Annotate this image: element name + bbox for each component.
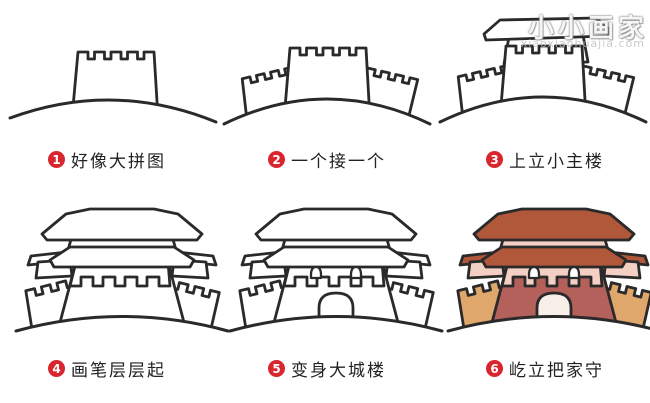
- step-2-caption-text: 一个接一个: [291, 152, 386, 172]
- hill-line: [438, 95, 648, 124]
- top-roof: [472, 207, 636, 242]
- step-6-drawing: [446, 207, 650, 363]
- top-roof: [254, 207, 418, 242]
- left-window: [309, 265, 323, 280]
- hill-fill: [440, 97, 646, 140]
- top-roof: [40, 207, 204, 242]
- step-6-caption-text: 屹立把家守: [509, 361, 604, 381]
- watermark-domain: xiaoxiaohuajia.com: [520, 37, 645, 50]
- step-5-drawing: [228, 207, 444, 363]
- left-window: [527, 265, 541, 280]
- step-3-caption-text: 上立小主楼: [509, 152, 604, 172]
- hill-fill: [448, 316, 650, 363]
- step-6-number-badge: 6: [486, 360, 503, 377]
- step-4-caption-text: 画笔层层起: [71, 361, 166, 381]
- step-2-caption: 2 一个接一个: [268, 147, 386, 172]
- hill-fill: [16, 316, 228, 363]
- small-tower-roof: [482, 16, 612, 42]
- hill-fill: [224, 99, 430, 142]
- step-6-caption: 6 屹立把家守: [486, 356, 604, 381]
- step-4-caption: 4 画笔层层起: [48, 356, 166, 381]
- right-window: [567, 265, 581, 280]
- hill-line: [8, 98, 218, 124]
- lower-roof: [48, 245, 196, 269]
- step-2-number-badge: 2: [268, 151, 285, 168]
- step-5-caption-text: 变身大城楼: [291, 361, 386, 381]
- step-3-number-badge: 3: [486, 151, 503, 168]
- step-4-drawing: [14, 207, 230, 363]
- step-2-drawing: [222, 46, 432, 142]
- step-3-drawing: [438, 16, 648, 140]
- watermark-title: 小小画家: [527, 14, 648, 44]
- hill-line: [222, 97, 432, 126]
- step-5-number-badge: 5: [268, 360, 285, 377]
- step-4-number-badge: 4: [48, 360, 65, 377]
- lower-roof: [262, 245, 410, 269]
- hill-line: [14, 315, 230, 333]
- step-5-caption: 5 变身大城楼: [268, 356, 386, 381]
- step-1-caption: 1 好像大拼图: [48, 147, 166, 172]
- step-1-caption-text: 好像大拼图: [71, 152, 166, 172]
- hill-line: [228, 315, 444, 333]
- step-1-drawing: [8, 50, 218, 144]
- lower-roof: [480, 245, 628, 269]
- right-window: [349, 265, 363, 280]
- step-3-caption: 3 上立小主楼: [486, 147, 604, 172]
- hill-fill: [10, 99, 216, 144]
- hill-fill: [230, 316, 442, 363]
- hill-line: [446, 315, 650, 333]
- step-1-number-badge: 1: [48, 151, 65, 168]
